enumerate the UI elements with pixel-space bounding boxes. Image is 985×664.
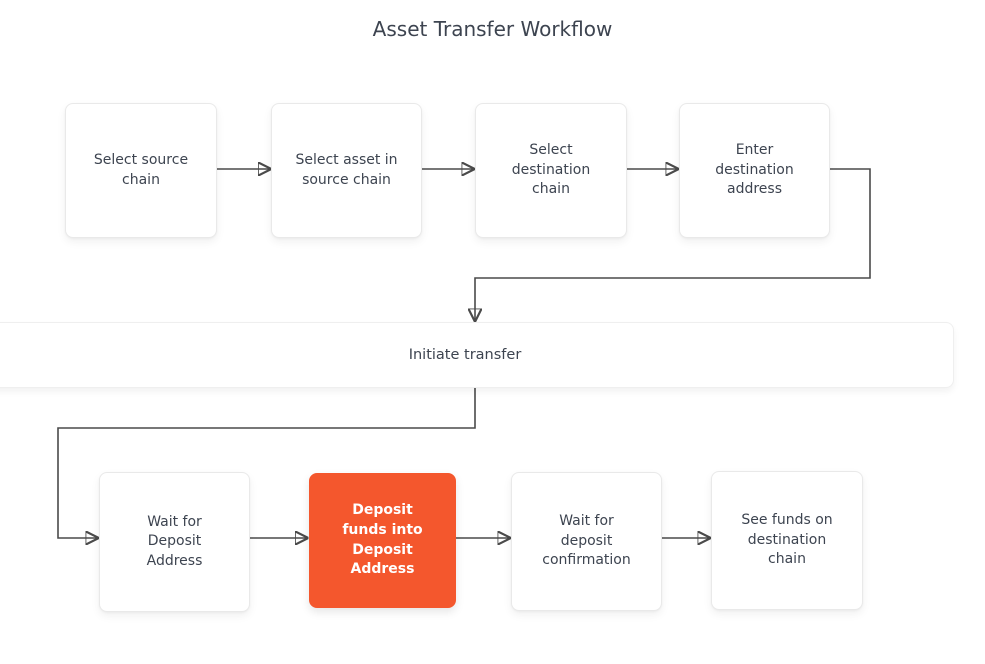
node-select-destination-chain: Select destination chain — [475, 103, 627, 238]
node-select-source-chain: Select source chain — [65, 103, 217, 238]
node-label: Deposit funds into Deposit Address — [342, 502, 423, 578]
node-wait-for-deposit-address: Wait for Deposit Address — [99, 472, 250, 612]
node-see-funds-on-destination-chain: See funds on destination chain — [711, 471, 863, 610]
node-label: Wait for Deposit Address — [146, 513, 203, 569]
node-label: Initiate transfer — [408, 346, 522, 363]
node-initiate-transfer: Initiate transfer — [0, 322, 954, 388]
node-label: Select source chain — [93, 151, 189, 188]
node-label: See funds on destination chain — [741, 512, 833, 568]
node-enter-destination-address: Enter destination address — [679, 103, 830, 238]
node-label: Enter destination address — [715, 142, 794, 198]
node-select-asset-in-source-chain: Select asset in source chain — [271, 103, 422, 238]
node-wait-for-deposit-confirmation: Wait for deposit confirmation — [511, 472, 662, 611]
edge-initiate-to-wait-address — [57, 386, 476, 538]
node-label: Select destination chain — [511, 142, 591, 198]
node-label: Wait for deposit confirmation — [542, 513, 631, 569]
node-deposit-funds-into-deposit-address: Deposit funds into Deposit Address — [309, 473, 456, 608]
node-label: Select asset in source chain — [295, 151, 398, 188]
diagram-title: Asset Transfer Workflow — [372, 17, 613, 41]
edge-address-to-initiate-transfer — [475, 168, 871, 321]
